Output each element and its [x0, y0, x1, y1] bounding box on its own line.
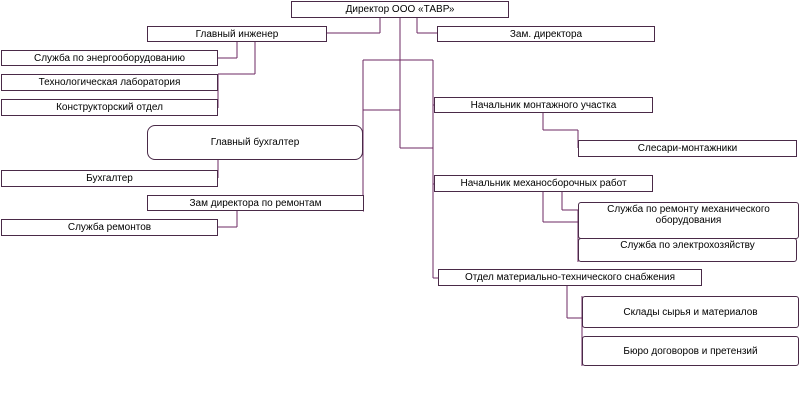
- electrical-service-box: Служба по электрохозяйству: [578, 238, 797, 262]
- design-dept-box: Конструкторский отдел: [1, 99, 218, 116]
- mech-assembly-chief-box: Начальник механосборочных работ: [434, 175, 653, 192]
- mech-repair-service-box: Служба по ремонту механического оборудов…: [578, 202, 799, 239]
- deputy-director-box: Зам. директора: [437, 26, 655, 42]
- director-box: Директор ООО «ТАВР»: [291, 1, 509, 18]
- tech-lab-box: Технологическая лаборатория: [1, 74, 218, 91]
- warehouses-box: Склады сырья и материалов: [582, 296, 799, 328]
- contracts-bureau-box: Бюро договоров и претензий: [582, 336, 799, 366]
- repair-service-box: Служба ремонтов: [1, 219, 218, 236]
- chief-engineer-box: Главный инженер: [147, 26, 327, 42]
- deputy-repairs-box: Зам директора по ремонтам: [147, 195, 364, 211]
- fitters-box: Слесари-монтажники: [578, 140, 797, 157]
- supply-dept-box: Отдел материально-технического снабжения: [438, 269, 702, 286]
- accountant-box: Бухгалтер: [1, 170, 218, 187]
- chief-accountant-box: Главный бухгалтер: [147, 125, 363, 160]
- assembly-chief-box: Начальник монтажного участка: [434, 97, 653, 113]
- energy-service-box: Служба по энергооборудованию: [1, 50, 218, 66]
